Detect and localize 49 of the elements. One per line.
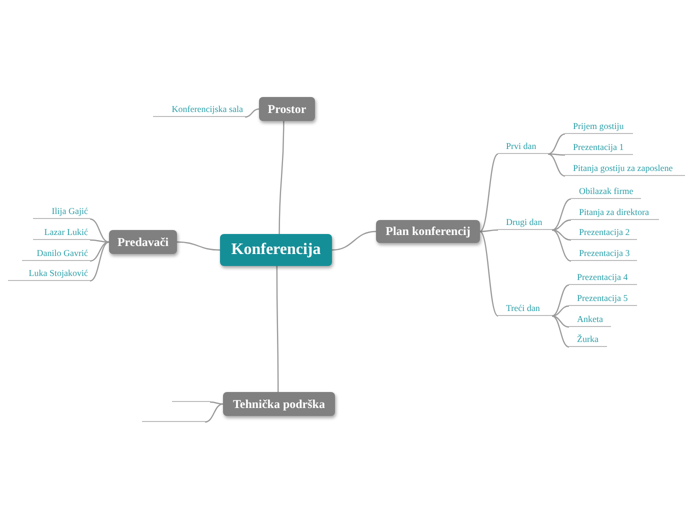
subtopic-label: Konferencijska sala [153,103,245,117]
connector-line [552,198,572,231]
topic-box: Prostor [259,97,315,121]
subtopic-label: Prvi dan [498,140,548,154]
subtopic-label: Drugi dan [498,216,552,230]
subtopic-label: Luka Stojaković [8,267,90,281]
connector-line [480,231,498,316]
connector-line [552,284,570,317]
connector-line [244,108,260,118]
subtopic-label: Danilo Gavrić [22,247,90,261]
subtopic-label: Pitanja za direktora [571,206,659,220]
subtopic-label: Prezentacija 4 [569,271,637,285]
connector-line [176,241,220,251]
connector-line [552,229,572,241]
subtopic-label: Obilazak firme [571,185,641,199]
subtopic-label: Lazar Lukić [33,226,90,240]
subtopic-label: Prezentacija 1 [565,141,633,155]
connector-line [90,241,110,262]
topic-box: Predavači [109,230,177,254]
topic-box: Plan konferencij [376,220,480,243]
connector-line [552,229,572,262]
central-topic: Konferencija [220,234,332,266]
subtopic-label: Ilija Gajić [33,205,90,219]
connector-line [204,403,224,423]
connector-line [552,219,572,231]
connector-line [552,315,570,348]
connector-line [552,315,570,328]
subtopic-label: Anketa [569,313,611,327]
connector-line [480,154,498,232]
subtopic-label: Treći dan [498,302,552,316]
connector-line [210,401,224,405]
connector-line [90,218,110,243]
subtopic-label: Žurka [569,333,607,347]
subtopic-label: Pitanja gostiju za zaposlene [565,162,685,176]
connector-line [278,121,284,234]
subtopic-label: Prezentacija 5 [569,292,637,306]
connector-line [480,229,498,232]
connector-line [548,153,566,177]
subtopic-label: Prijem gostiju [565,120,633,134]
connector-line [548,153,565,156]
connector-line [332,230,376,251]
connector-line [90,239,110,243]
subtopic-label: Prezentacija 2 [571,226,637,240]
connector-line [552,305,570,317]
connector-line [276,266,279,392]
connector-line [90,241,110,282]
subtopic-label: Prezentacija 3 [571,247,637,261]
connector-line [548,133,566,155]
topic-box: Tehnička podrška [223,392,335,416]
